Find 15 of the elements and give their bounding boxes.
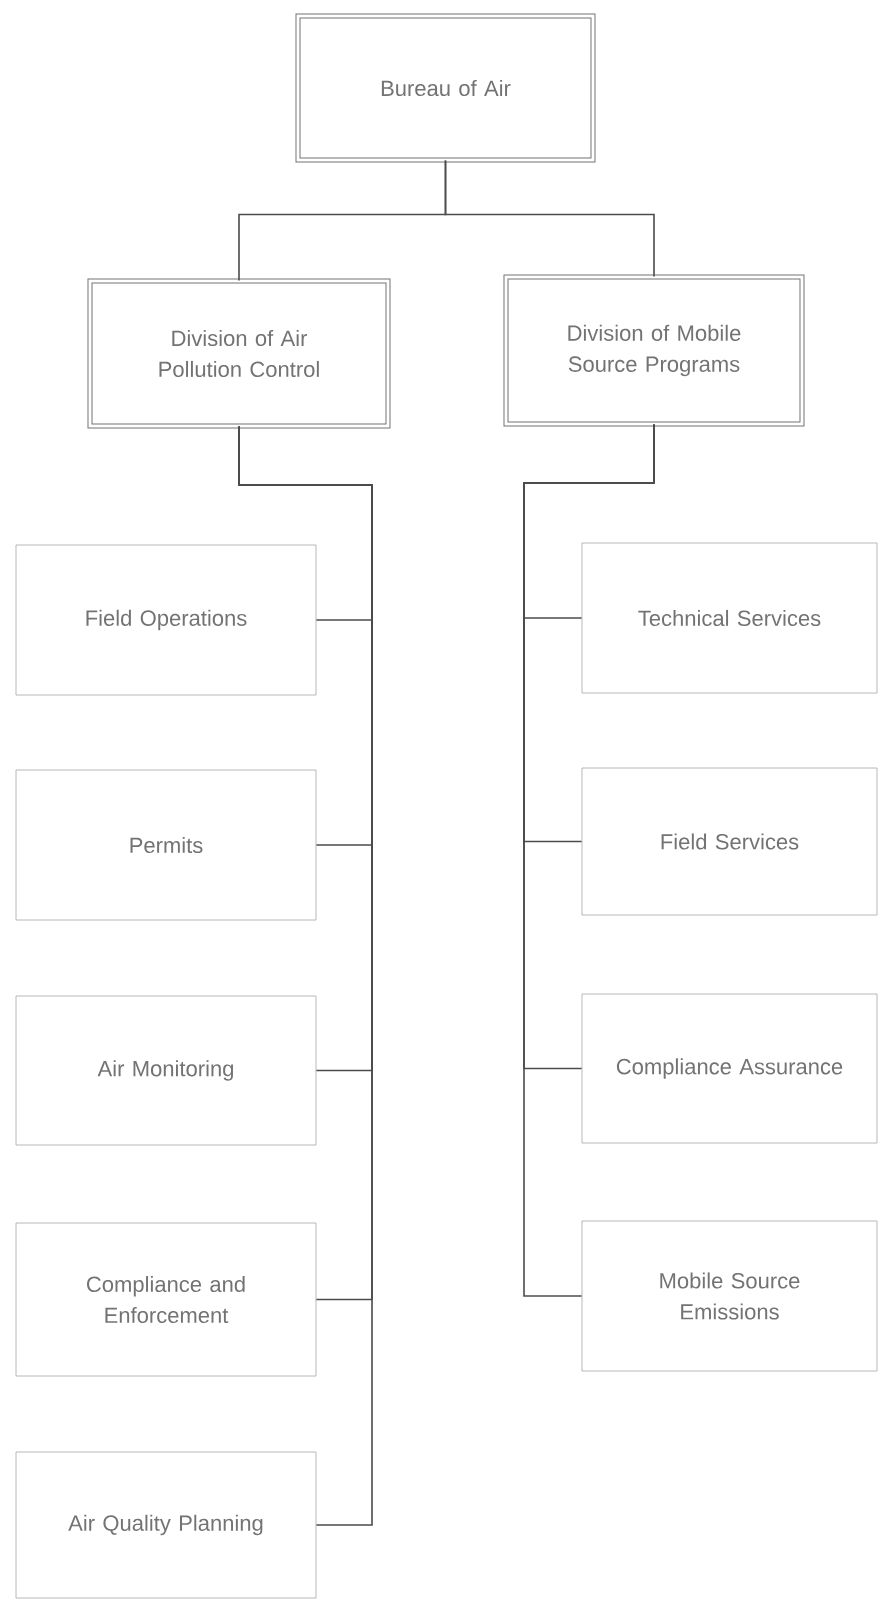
- unit-box: Permits: [15, 769, 317, 921]
- unit-box: Air Monitoring: [15, 995, 317, 1146]
- unit-box: Air Quality Planning: [15, 1451, 317, 1599]
- unit-box: Compliance and Enforcement: [15, 1222, 317, 1377]
- unit-box: Field Services: [581, 767, 878, 916]
- unit-box: Field Operations: [15, 544, 317, 696]
- unit-box: Mobile Source Emissions: [581, 1220, 878, 1372]
- unit-box: Compliance Assurance: [581, 993, 878, 1144]
- connector-line: [523, 423, 655, 1297]
- connector-line: [238, 425, 373, 1526]
- division-box: Bureau of Air: [295, 13, 596, 163]
- division-box: Division of Mobile Source Programs: [503, 274, 805, 427]
- division-box: Division of Air Pollution Control: [87, 278, 391, 429]
- unit-box: Technical Services: [581, 542, 878, 694]
- connector-line: [444, 159, 655, 278]
